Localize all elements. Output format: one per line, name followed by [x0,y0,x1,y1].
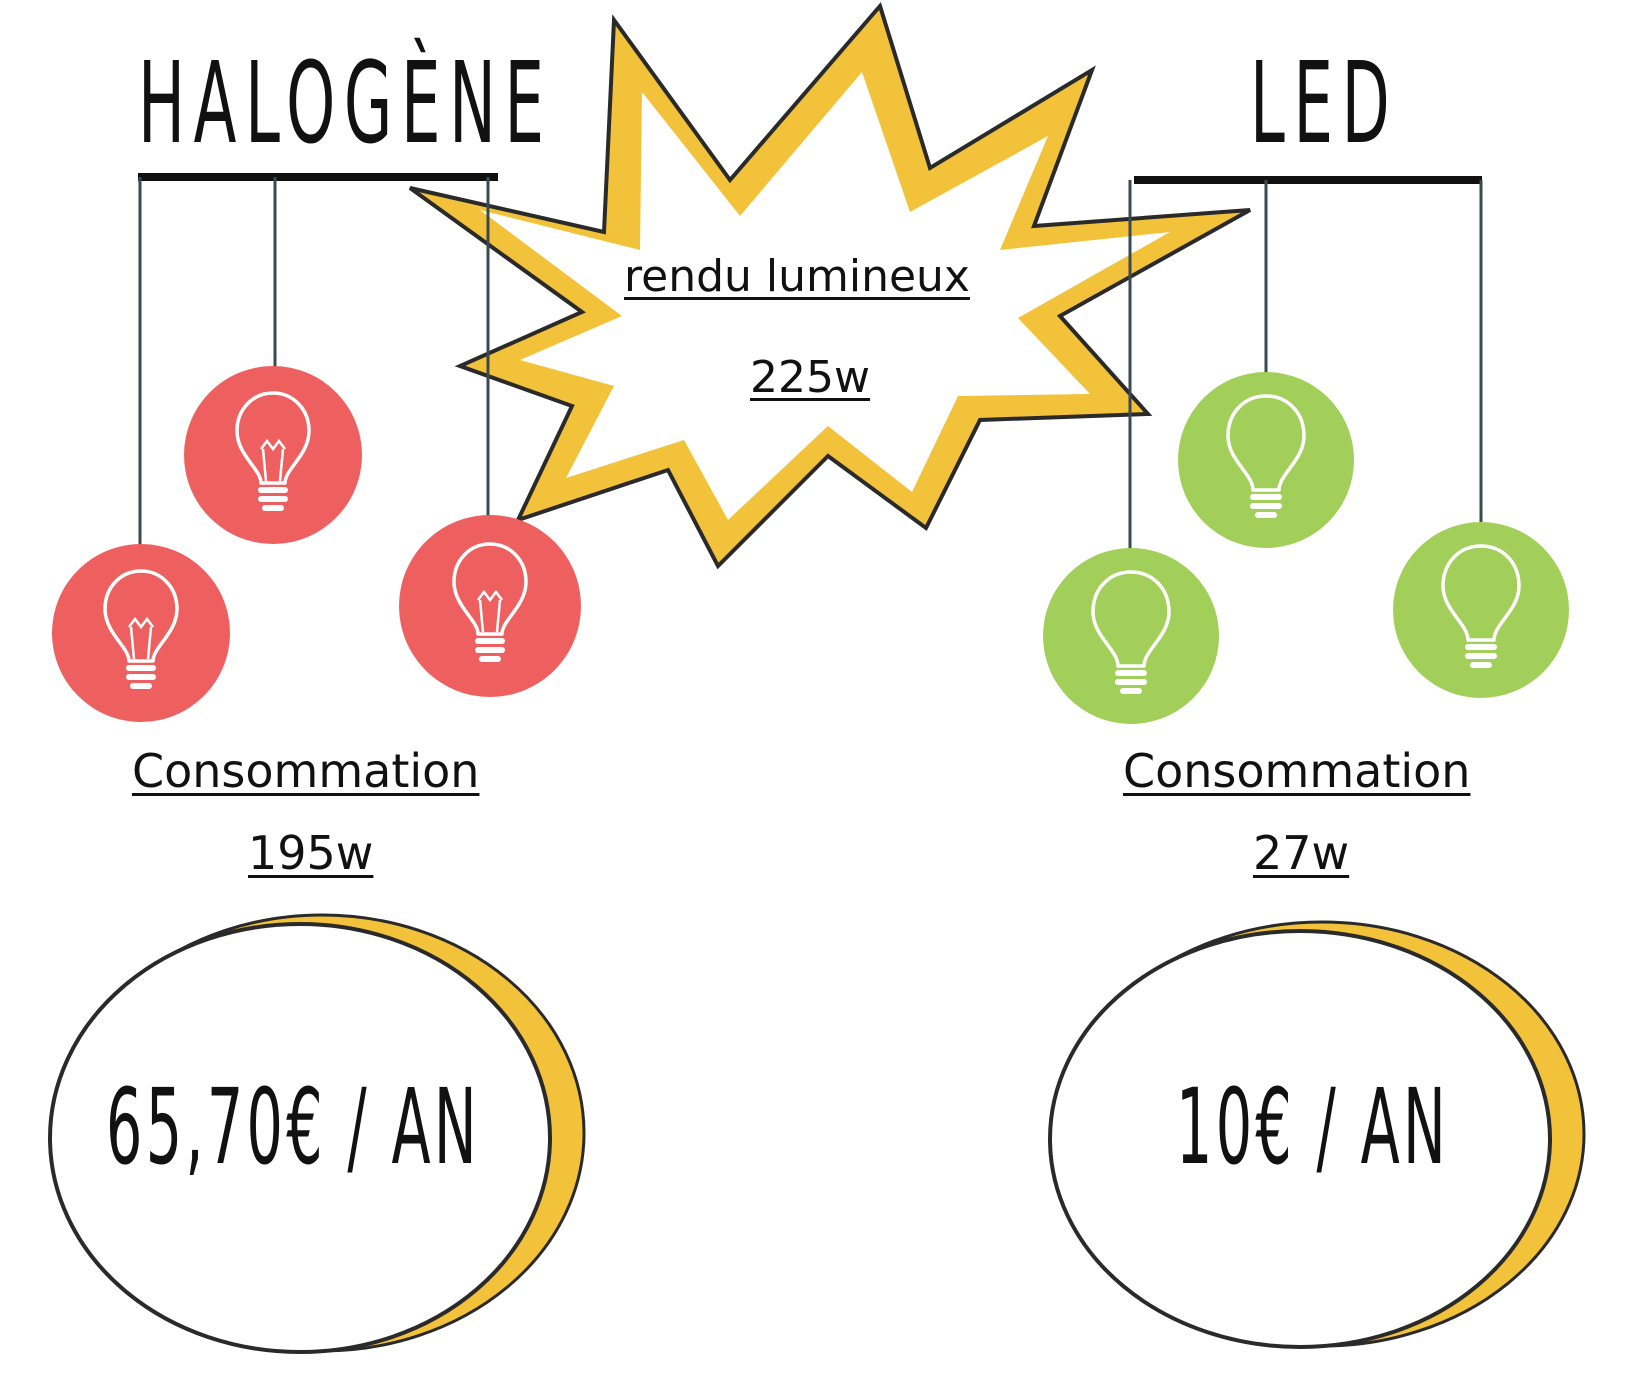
led-bulb-2 [1178,372,1354,548]
halogene-mobile [52,173,581,722]
led-yearly-cost: 10€ / AN [1176,1066,1450,1188]
starburst-shape [408,1,1251,570]
halogen-bulb-2 [184,366,362,544]
led-bulb-1 [1043,548,1219,724]
halogen-bulb-1 [52,544,230,722]
halogene-title: HALOGÈNE [138,39,553,169]
led-consumption-value: 27w [1253,826,1350,880]
light-output-label: rendu lumineux [624,251,970,302]
halogene-consumption-label: Consommation [132,744,480,798]
light-output-value: 225w [750,352,870,403]
halogen-bulb-3 [399,515,581,697]
led-title: LED [1250,39,1399,169]
halogene-consumption-value: 195w [248,826,374,880]
halogene-cost-ring [48,913,586,1354]
led-bulb-3 [1393,522,1569,698]
led-consumption-label: Consommation [1123,744,1471,798]
led-mobile [1043,176,1569,724]
led-cost-ring [1048,920,1586,1349]
halogene-yearly-cost: 65,70€ / AN [106,1066,480,1188]
